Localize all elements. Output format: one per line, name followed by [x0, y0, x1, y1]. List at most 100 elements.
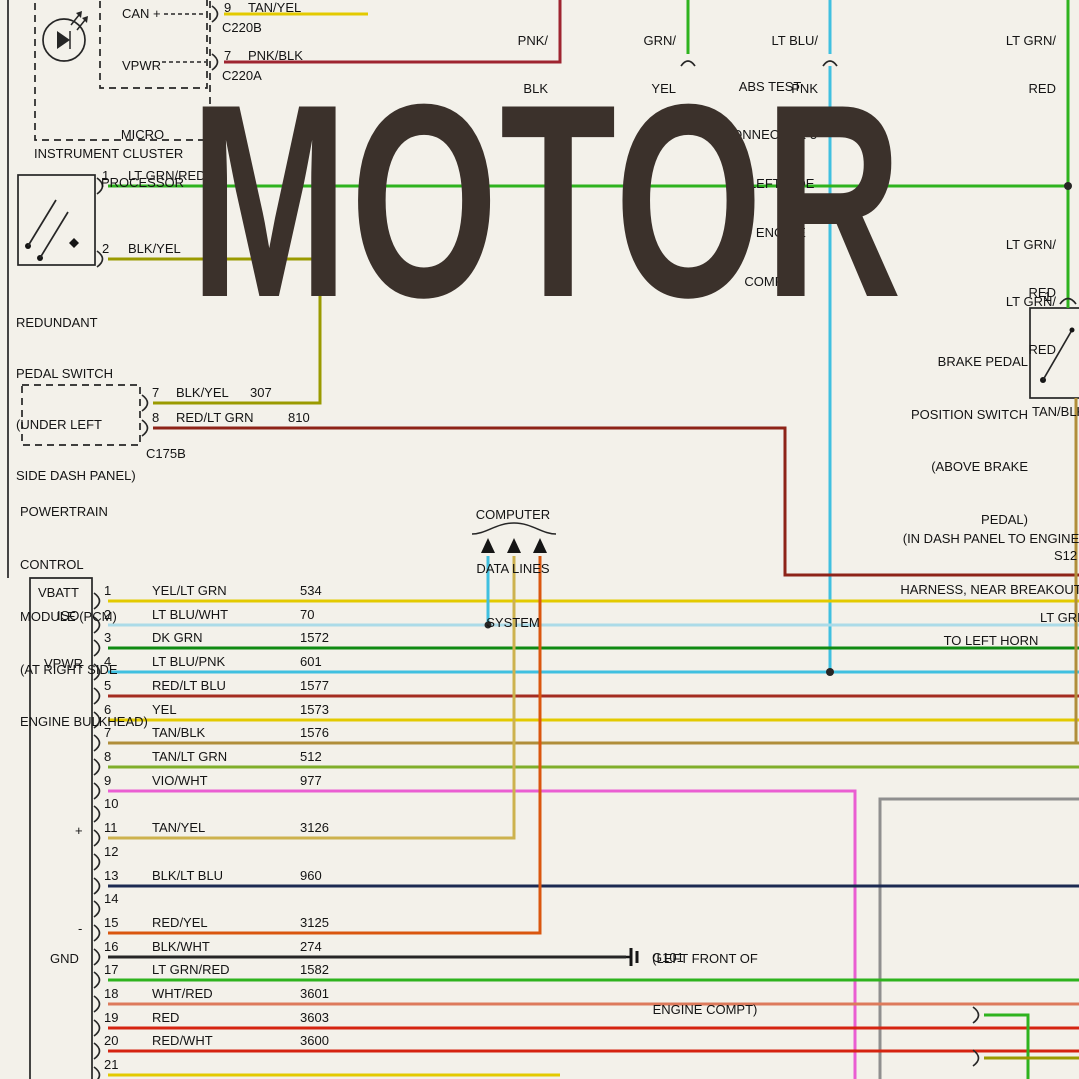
- wire-color-label: TAN/LT GRN: [152, 749, 228, 764]
- pin-number: 9: [104, 773, 112, 788]
- wire-color-label: RED: [152, 1010, 180, 1025]
- wire-color-label: PNK/ BLK: [517, 32, 548, 97]
- pin-number: 1: [1044, 289, 1052, 304]
- brake-pedal-switch-label: BRAKE PEDAL POSITION SWITCH (ABOVE BRAKE…: [911, 354, 1028, 527]
- wire-pnk-blk-c220a: [224, 0, 562, 64]
- circuit-number: 307: [250, 385, 272, 400]
- pin-number: 1: [102, 168, 110, 183]
- circuit-number: 1572: [300, 630, 329, 645]
- circuit-number: 70: [300, 607, 315, 622]
- pin-number: 11: [104, 820, 118, 835]
- pin-number: 13: [104, 868, 119, 883]
- pin-number: 6: [104, 702, 112, 717]
- brake-switch-contacts: [1040, 327, 1075, 383]
- data-lines-arrows: [471, 522, 557, 553]
- wire-color-label: BLK/WHT: [152, 939, 210, 954]
- circuit-number: 810: [288, 410, 310, 425]
- circuit-number: 274: [300, 939, 322, 954]
- wire-color-label: WHT/RED: [152, 986, 213, 1001]
- wire-color-label: LT GRN/RED: [128, 168, 206, 183]
- pin-number: 3: [104, 630, 112, 645]
- wire-color-label: YEL: [152, 702, 177, 717]
- circuit-number: 1582: [300, 962, 329, 977]
- plus-label: +: [75, 823, 83, 838]
- pin-number: 15: [104, 915, 119, 930]
- pin-number: 4: [104, 654, 112, 669]
- iso-label: ISO: [57, 608, 80, 623]
- pin-brackets: [93, 5, 1077, 1079]
- wire-gray: [878, 797, 1079, 1079]
- motor-watermark: MOTOR: [190, 48, 904, 356]
- pin-number: 7: [152, 385, 160, 400]
- computer-data-lines-label: COMPUTER DATA LINES SYSTEM: [475, 507, 551, 630]
- ground-symbol-g101: [626, 948, 639, 966]
- junction-dot: [1064, 182, 1072, 190]
- pin-number: 10: [104, 796, 119, 811]
- gnd-label: GND: [50, 951, 79, 966]
- pin-number: 7: [104, 725, 112, 740]
- ground-id: G101: [652, 950, 684, 965]
- pin-number: 14: [104, 891, 119, 906]
- pcm-connector-box: [29, 577, 93, 1079]
- wire-tan-yel-3126: [108, 556, 516, 840]
- wire-color-label: RED/YEL: [152, 915, 208, 930]
- pin-number: 1: [104, 583, 112, 598]
- wire-color-label: RED/WHT: [152, 1033, 213, 1048]
- redundant-pedal-switch-box: [17, 174, 96, 266]
- abs-test-connector-label: ABS TEST CONNECTOR 5 (AT LEFT SIDE OF EN…: [722, 78, 818, 289]
- wire-color-label: RED/LT GRN: [176, 410, 254, 425]
- wire-color-label: PNK/BLK: [248, 48, 303, 63]
- wire-color-label: GRN/ YEL: [643, 32, 677, 97]
- pin-number: 12: [104, 844, 119, 859]
- circuit-number: 534: [300, 583, 322, 598]
- wire-color-label: TAN/BLK: [1032, 404, 1079, 419]
- wire-color-label: LT GRN/ RED: [1005, 32, 1056, 97]
- circuit-number: 960: [300, 868, 322, 883]
- pin-number: 21: [104, 1057, 119, 1072]
- pin-number: 9: [224, 0, 232, 15]
- splice-note: (IN DASH PANEL TO ENGINE HARNESS, NEAR B…: [900, 531, 1079, 648]
- pin-number: 8: [104, 749, 112, 764]
- pin-number: 8: [152, 410, 160, 425]
- circuit-number: 3603: [300, 1010, 329, 1025]
- wire-vio-wht-977: [108, 789, 857, 1079]
- circuit-number: 3126: [300, 820, 329, 835]
- pcm-box: [21, 384, 141, 446]
- circuit-number: 3125: [300, 915, 329, 930]
- wire-color-label: BLK/LT BLU: [152, 868, 224, 883]
- wire-color-label: LT GRN/RED: [152, 962, 230, 977]
- pin-number: 19: [104, 1010, 119, 1025]
- wire-color-label: LT BLU/PNK: [152, 654, 226, 669]
- circuit-number: 3600: [300, 1033, 329, 1048]
- pin-number: 17: [104, 962, 119, 977]
- splice-id: S12: [1054, 548, 1078, 563]
- junction-dot: [826, 668, 834, 676]
- pin-number: 7: [224, 48, 232, 63]
- ground-location-note: (LEFT FRONT OF ENGINE COMPT): [652, 951, 758, 1017]
- minus-label: -: [78, 921, 83, 936]
- wire-color-label: YEL/LT GRN: [152, 583, 227, 598]
- pin-number: 2: [104, 607, 112, 622]
- wire-red-lt-grn-810: [153, 426, 1079, 577]
- vpwr-label: VPWR: [122, 58, 161, 73]
- pcm-label: POWERTRAIN CONTROL MODULE (PCM) (AT RIGH…: [20, 504, 148, 729]
- internal-leads: [162, 13, 206, 63]
- brake-switch-box: [1029, 307, 1079, 399]
- connector-id: C175B: [146, 446, 186, 461]
- pin-number: 5: [104, 678, 112, 693]
- pedal-switch-contacts: [25, 199, 79, 261]
- vbatt-label: VBATT: [38, 585, 79, 600]
- wire-color-label: BLK/YEL: [176, 385, 229, 400]
- circuit-number: 1576: [300, 725, 329, 740]
- pin-number: 18: [104, 986, 119, 1001]
- micro-processor-box: [99, 0, 208, 89]
- wire-corner-green: [984, 1013, 1030, 1079]
- redundant-pedal-switch-label: REDUNDANT PEDAL SWITCH (UNDER LEFT SIDE …: [16, 315, 136, 483]
- connector-id: C220A: [222, 68, 262, 83]
- led-symbol: [42, 11, 88, 62]
- wire-color-label: LT GRN/ RED: [1005, 236, 1056, 301]
- pin-number: 2: [102, 241, 110, 256]
- wire-color-label: TAN/YEL: [152, 820, 206, 835]
